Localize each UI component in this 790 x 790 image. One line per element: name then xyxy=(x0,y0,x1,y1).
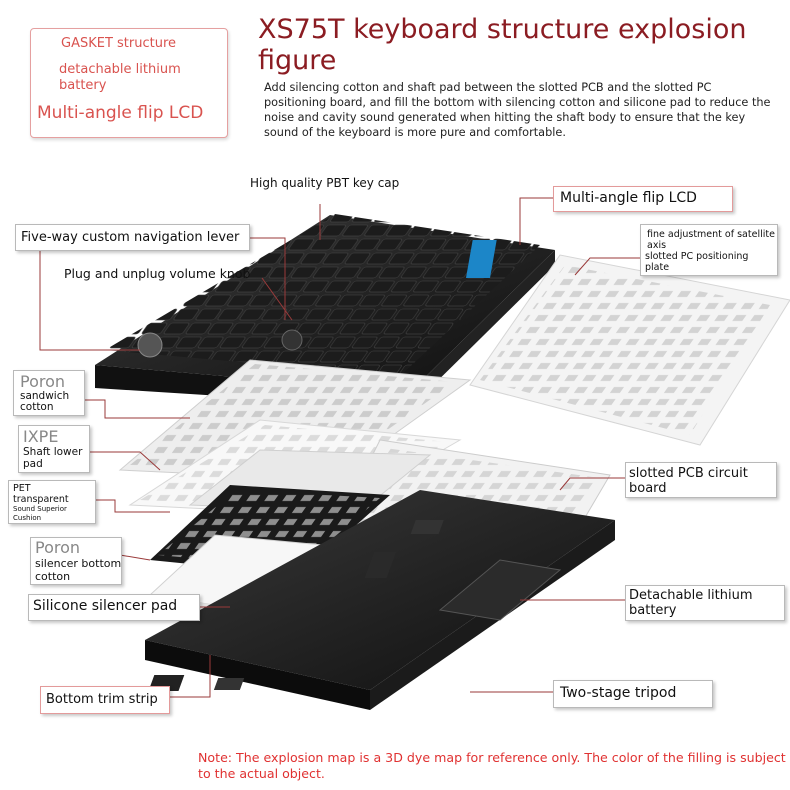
label-ixpe-title: IXPE xyxy=(23,427,59,446)
label-pcb-text: slotted PCB circuit board xyxy=(629,466,748,496)
label-poron-sandwich: Poron sandwich cotton xyxy=(13,370,85,416)
label-poron-bottom-sub: silencer bottom cotton xyxy=(35,557,122,583)
label-tripod-text: Two-stage tripod xyxy=(560,685,677,701)
label-satellite: fine adjustment of satellite axis slotte… xyxy=(640,224,778,276)
label-poron-bottom: Poron silencer bottom cotton xyxy=(30,537,122,585)
label-pet-sub: Sound Superior Cushion xyxy=(13,505,67,522)
label-pet-title: PET transparent xyxy=(13,483,69,505)
label-ixpe-sub: Shaft lower pad xyxy=(23,446,83,470)
label-poron-sandwich-title: Poron xyxy=(20,372,66,391)
label-keycap-text: High quality PBT key cap xyxy=(250,176,400,190)
label-nav-lever: Five-way custom navigation lever xyxy=(15,224,250,251)
label-tripod: Two-stage tripod xyxy=(553,680,713,708)
label-volume-knob: Plug and unplug volume knob xyxy=(60,262,270,286)
feature-box: GASKET structure detachable lithium batt… xyxy=(30,28,228,138)
label-poron-bottom-title: Poron xyxy=(35,538,81,557)
label-battery-text: Detachable lithium battery xyxy=(629,588,753,618)
feature-battery: detachable lithium battery xyxy=(59,62,181,93)
label-positioning-plate-text: slotted PC positioning plate xyxy=(645,251,749,273)
label-silicone: Silicone silencer pad xyxy=(28,594,200,621)
label-pcb: slotted PCB circuit board xyxy=(625,462,777,498)
label-volume-knob-text: Plug and unplug volume knob xyxy=(64,266,251,281)
label-trim-text: Bottom trim strip xyxy=(46,692,158,707)
disclaimer-note: Note: The explosion map is a 3D dye map … xyxy=(198,750,786,781)
label-lcd: Multi-angle flip LCD xyxy=(553,186,733,212)
label-poron-sandwich-sub: sandwich cotton xyxy=(20,390,70,413)
label-pet: PET transparent Sound Superior Cushion xyxy=(8,480,96,524)
label-satellite-text: fine adjustment of satellite axis xyxy=(647,229,775,251)
description: Add silencing cotton and shaft pad betwe… xyxy=(264,81,771,139)
page-title: XS75T keyboard structure explosion figur… xyxy=(258,14,747,76)
feature-gasket: GASKET structure xyxy=(61,36,177,51)
label-battery: Detachable lithium battery xyxy=(625,585,785,621)
label-ixpe: IXPE Shaft lower pad xyxy=(18,425,90,473)
label-trim: Bottom trim strip xyxy=(40,686,170,714)
label-nav-lever-text: Five-way custom navigation lever xyxy=(21,230,240,245)
label-lcd-text: Multi-angle flip LCD xyxy=(560,190,697,206)
label-silicone-text: Silicone silencer pad xyxy=(33,598,178,614)
feature-lcd: Multi-angle flip LCD xyxy=(37,103,204,123)
label-keycap: High quality PBT key cap xyxy=(242,172,412,204)
